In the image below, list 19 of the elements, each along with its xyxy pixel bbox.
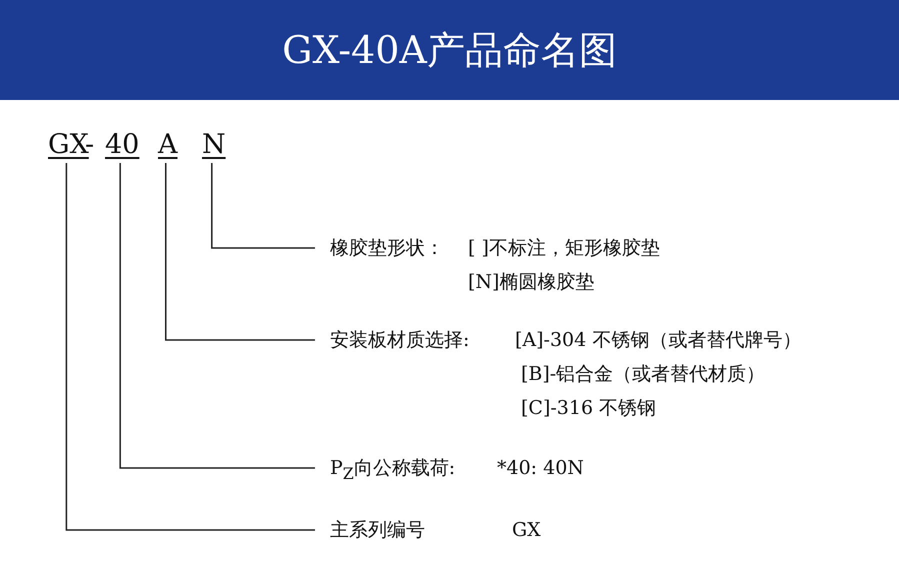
title: GX-40A产品命名图 — [281, 27, 618, 74]
field-label: P$_{Z}$向公称载荷: — [330, 456, 456, 485]
leader-line — [165, 163, 315, 341]
code-letter: N — [202, 128, 226, 162]
option-text: [C]-316 不锈钢 — [521, 396, 656, 421]
code-letter: 40 — [105, 128, 140, 162]
leader-line — [66, 163, 315, 531]
field-label: 主系列编号 — [330, 518, 425, 543]
field-label: 安装板材质选择: — [330, 328, 470, 353]
leader-line — [211, 163, 315, 249]
option-text: [N]椭圆橡胶垫 — [468, 270, 594, 295]
leader-line — [119, 163, 315, 469]
code-letter: A — [158, 128, 178, 162]
option-text: [ ]不标注，矩形橡胶垫 — [468, 236, 660, 261]
option-text: GX — [512, 518, 541, 543]
option-text: [A]-304 不锈钢（或者替代牌号） — [515, 328, 802, 353]
field-label: 橡胶垫形状： — [330, 236, 444, 261]
option-text: *40: 40N — [497, 456, 584, 481]
option-text: [B]-铝合金（或者替代材质） — [521, 362, 766, 387]
